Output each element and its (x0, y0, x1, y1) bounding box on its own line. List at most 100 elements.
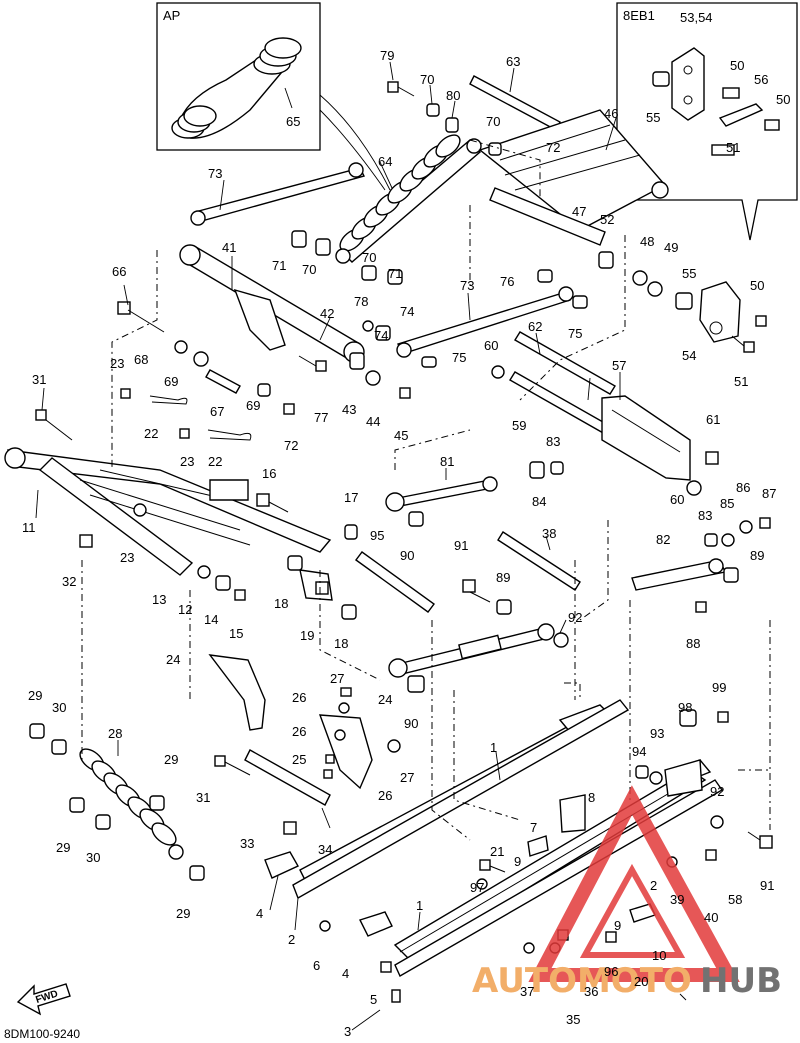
guide-lines (81, 139, 771, 841)
callout-label: 98 (678, 700, 692, 715)
callout-label: 20 (634, 974, 648, 989)
callout-label: 92 (710, 784, 724, 799)
callout-label: 48 (640, 234, 654, 249)
callout-label: 37 (520, 984, 534, 999)
callout-label: 69 (164, 374, 178, 389)
callout-label: 91 (760, 878, 774, 893)
callout-label: 12 (178, 602, 192, 617)
callout-label: 69 (246, 398, 260, 413)
callout-label: 93 (650, 726, 664, 741)
inset-ap-label: AP (163, 8, 180, 23)
watermark-triangle-icon (528, 785, 740, 982)
callout-label: 26 (378, 788, 392, 803)
boot-part (171, 37, 302, 139)
callout-label: 49 (664, 240, 678, 255)
callout-label: 28 (108, 726, 122, 741)
callout-label: 73 (208, 166, 222, 181)
front-shock-28 (79, 748, 184, 860)
callout-label: 10 (652, 948, 666, 963)
inset-8eb1-label: 8EB1 (623, 8, 655, 23)
callout-label: 34 (318, 842, 332, 857)
callout-label: 23 (110, 356, 124, 371)
callout-label: 29 (56, 840, 70, 855)
callout-label: 3 (344, 1024, 351, 1039)
callout-label: 54 (682, 348, 696, 363)
callout-label: 70 (486, 114, 500, 129)
callout-label: 95 (370, 528, 384, 543)
callout-label: 13 (152, 592, 166, 607)
inset-8eb1: 8EB1 (616, 2, 798, 241)
callout-label: 29 (28, 688, 42, 703)
callout-label: 70 (302, 262, 316, 277)
watermark-logo: AUTOMOTO HUB (472, 785, 782, 1001)
callout-label: 41 (222, 240, 236, 255)
callout-label: 85 (720, 496, 734, 511)
callout-label: 58 (728, 892, 742, 907)
callout-label: 66 (112, 264, 126, 279)
callout-label: 99 (712, 680, 726, 695)
callout-label: 76 (500, 274, 514, 289)
callout-label: 31 (32, 372, 46, 387)
callout-label: 9 (614, 918, 621, 933)
diagram-code: 8DM100-9240 (4, 1027, 80, 1041)
callout-label: 24 (166, 652, 180, 667)
callout-label: 82 (656, 532, 670, 547)
callout-label: 78 (354, 294, 368, 309)
callout-label: 29 (164, 752, 178, 767)
callout-label: 18 (274, 596, 288, 611)
arm-82 (631, 558, 726, 591)
small-parts (208, 569, 703, 937)
inset-ap: AP (156, 2, 321, 151)
callout-label: 5 (370, 992, 377, 1007)
callout-label: 67 (210, 404, 224, 419)
callout-label: 74 (374, 328, 388, 343)
watermark-inner-triangle-icon (579, 863, 686, 958)
callout-label: 96 (604, 964, 618, 979)
callout-label: 86 (736, 480, 750, 495)
callout-label: 79 (380, 48, 394, 63)
callout-label: 63 (506, 54, 520, 69)
callout-label: 60 (670, 492, 684, 507)
callout-label: 88 (686, 636, 700, 651)
callout-label: 16 (262, 466, 276, 481)
callout-label: 1 (490, 740, 497, 755)
callout-label: 43 (342, 402, 356, 417)
callout-label: 90 (400, 548, 414, 563)
shaft-95 (355, 551, 435, 613)
callout-label: 24 (378, 692, 392, 707)
callout-label: 70 (420, 72, 434, 87)
leader-lines (35, 61, 687, 1031)
callout-label: 64 (378, 154, 392, 169)
callout-label: 75 (568, 326, 582, 341)
callout-label: 44 (366, 414, 380, 429)
callout-label: 71 (272, 258, 286, 273)
callout-label: 73 (460, 278, 474, 293)
callout-label: 87 (762, 486, 776, 501)
callout-label: 23 (120, 550, 134, 565)
link-73-lower (396, 286, 574, 358)
callout-label: 62 (528, 319, 542, 334)
callout-label: 97 (470, 880, 484, 895)
callout-label: 89 (496, 570, 510, 585)
callout-label: 39 (670, 892, 684, 907)
callout-label: 11 (22, 520, 36, 535)
callout-labels: 1 1 2 2 3 4 4 5 6 7 8 9 9 10 11 12 13 14… (22, 10, 790, 1039)
callout-label: 23 (180, 454, 194, 469)
callout-label: 4 (342, 966, 349, 981)
callout-label: 72 (284, 438, 298, 453)
shaft-38 (497, 531, 581, 591)
callout-label: 30 (86, 850, 100, 865)
callout-label: 77 (314, 410, 328, 425)
callout-label: 25 (292, 752, 306, 767)
fasteners (29, 81, 773, 1003)
callout-label: 2 (650, 878, 657, 893)
callout-label: 70 (362, 250, 376, 265)
callout-label: 26 (292, 724, 306, 739)
callout-label: 68 (134, 352, 148, 367)
rod-81 (385, 476, 498, 512)
callout-label: 2 (288, 932, 295, 947)
callout-label: 90 (404, 716, 418, 731)
link-73-upper (190, 162, 366, 226)
damper-rod (388, 623, 555, 678)
callout-label: 50 (776, 92, 790, 107)
